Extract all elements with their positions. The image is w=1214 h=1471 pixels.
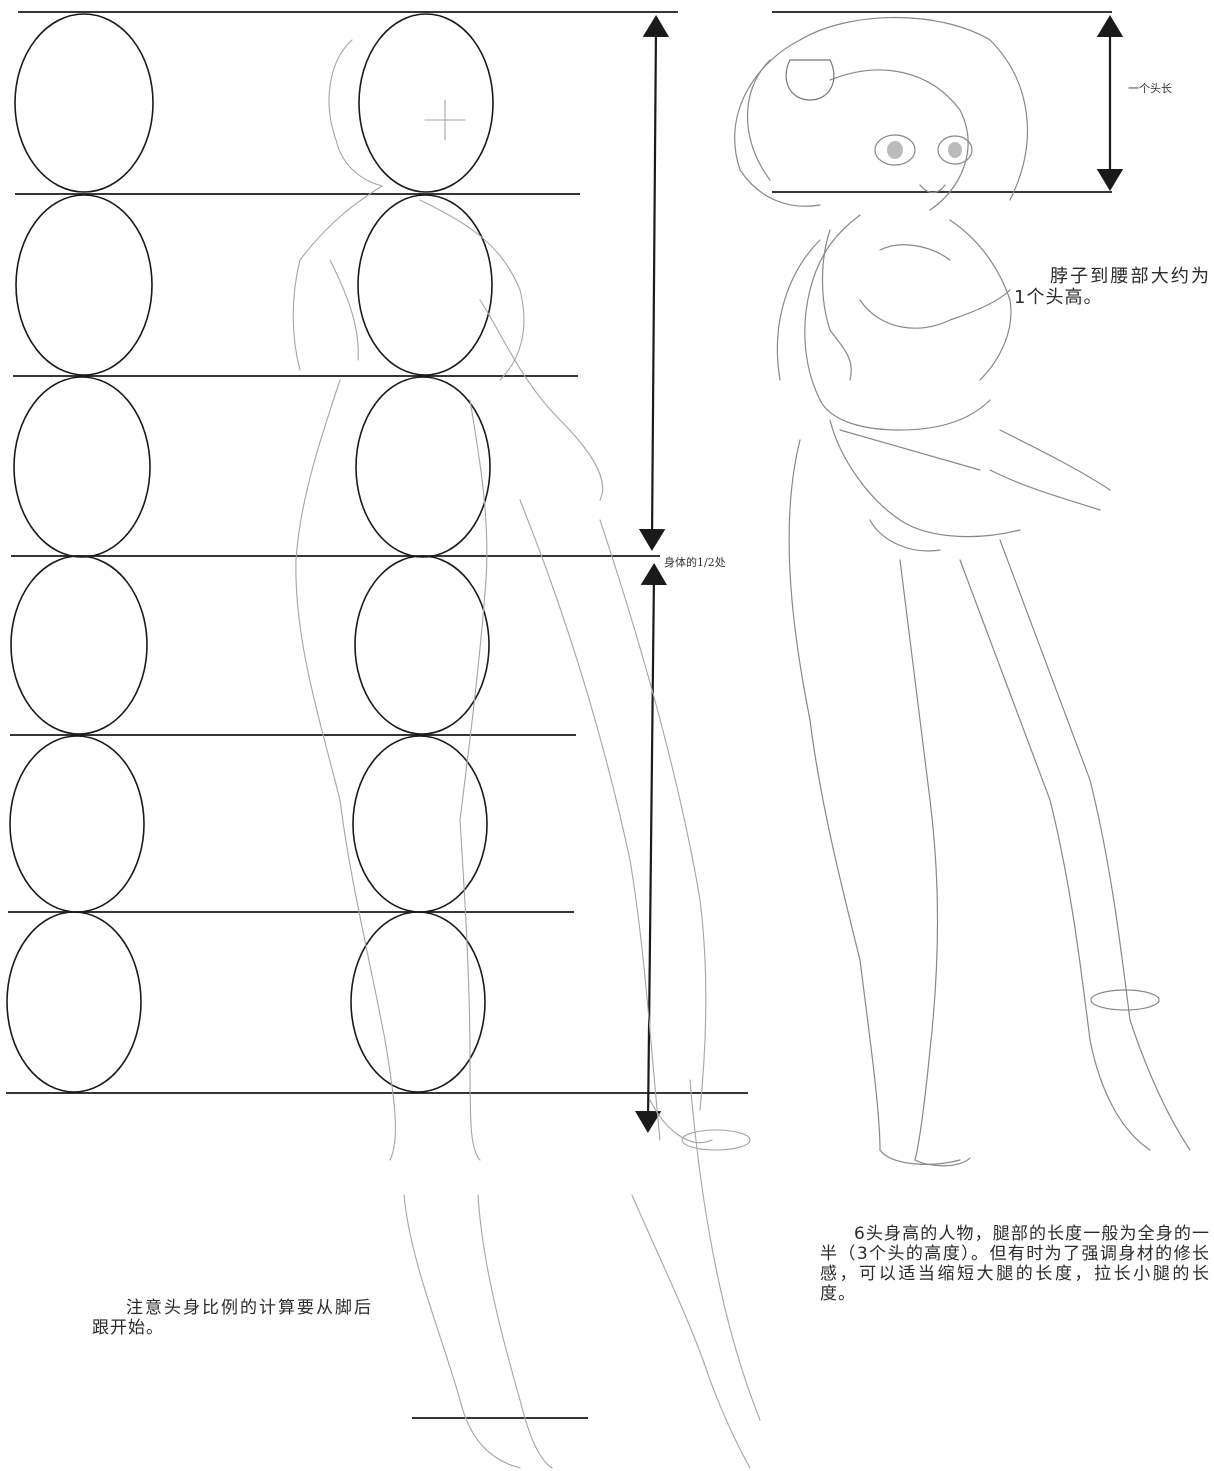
head-unit-ellipse — [13, 376, 151, 558]
head-unit-ellipse — [358, 13, 494, 193]
head-unit-ellipse — [15, 194, 153, 376]
head-column-right — [350, 13, 494, 1093]
figure-sketch-guide — [292, 39, 761, 1469]
head-unit-ellipse — [10, 555, 148, 735]
head-unit-ellipse — [6, 911, 142, 1093]
leg-length-note: 6头身高的人物，腿部的长度一般为全身的一半（3个头的高度）。但有时为了强调身材的… — [820, 1224, 1210, 1304]
head-unit-ellipse — [354, 555, 490, 735]
head-unit-ellipse — [350, 911, 486, 1093]
head-unit-ellipse — [9, 735, 145, 913]
lower-half-arrow — [634, 563, 668, 1133]
neck-to-waist-note: 脖子到腰部大约为1个头高。 — [1014, 266, 1210, 308]
heel-start-note: 注意头身比例的计算要从脚后跟开始。 — [92, 1298, 372, 1338]
head-unit-ellipse — [14, 13, 154, 193]
guide-lines — [6, 11, 1112, 1419]
upper-half-arrow — [638, 15, 670, 551]
head-unit-ellipse — [355, 376, 491, 558]
head-column-left — [6, 13, 154, 1093]
head-length-label: 一个头长 — [1128, 82, 1172, 95]
figure-sketch-finished — [734, 17, 1191, 1167]
head-unit-ellipse — [357, 194, 493, 376]
body-half-label: 身体的1/2处 — [664, 556, 726, 569]
measure-arrows — [634, 14, 1124, 1133]
